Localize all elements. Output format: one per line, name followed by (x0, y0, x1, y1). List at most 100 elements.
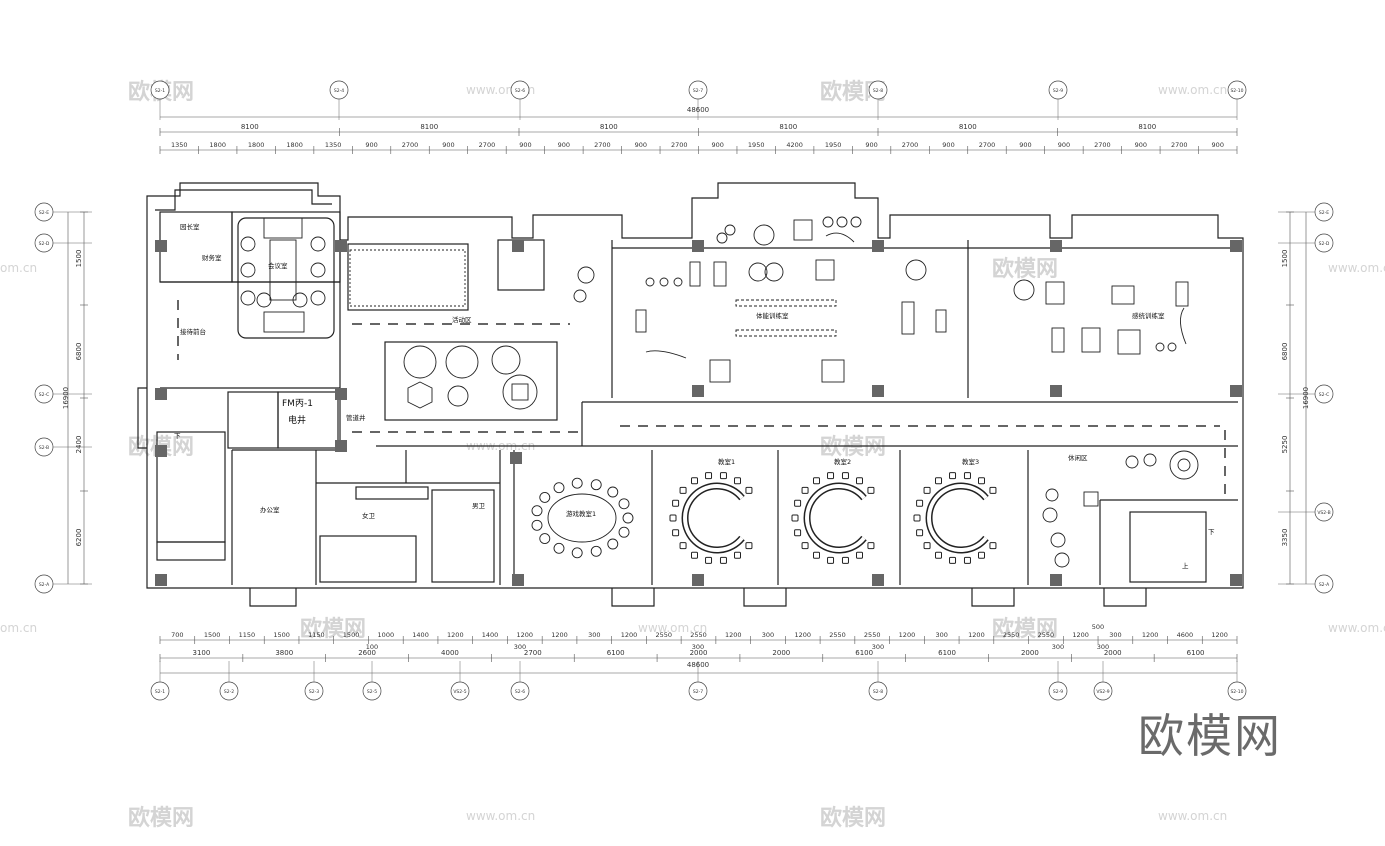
dimension-label: 3800 (275, 649, 293, 657)
room-label: FM丙-1 (282, 398, 313, 409)
room-label: 游戏教室1 (566, 509, 596, 518)
column (872, 574, 884, 586)
dimension-label: 1500 (1281, 250, 1289, 268)
dimension-label: 900 (519, 141, 531, 149)
watermark-logo: 欧模网 (300, 616, 366, 642)
dimension-label: 6100 (855, 649, 873, 657)
dimension-label: 8100 (959, 123, 977, 131)
dimension-label: 6200 (75, 529, 83, 547)
chair (841, 556, 849, 564)
chair (590, 545, 602, 557)
dimension-label: 3350 (1281, 529, 1289, 547)
column (1050, 574, 1062, 586)
dimension-label: 300 (588, 631, 600, 639)
chair (827, 472, 835, 480)
chair (310, 262, 326, 278)
grid-axis-label: S2-D (1319, 241, 1330, 247)
chair (672, 529, 680, 537)
dimension-label: 6100 (607, 649, 625, 657)
dimension-label: 2550 (1003, 631, 1020, 639)
dimension-label: 1800 (209, 141, 226, 149)
dimension-label: 2700 (479, 141, 496, 149)
column (335, 388, 347, 400)
dimension-label: 900 (365, 141, 377, 149)
chair (618, 498, 630, 510)
chair (679, 542, 687, 550)
chair (949, 472, 957, 480)
chair (679, 486, 687, 494)
column (872, 385, 884, 397)
chair (935, 477, 942, 485)
dimension-label: 1950 (748, 141, 765, 149)
grid-axis-label: S2-6 (515, 689, 525, 695)
dimension-label: 2000 (1021, 649, 1039, 657)
chair (539, 491, 551, 503)
dimension-label: 900 (442, 141, 454, 149)
chair (705, 472, 713, 480)
dimension-label: 1200 (621, 631, 638, 639)
dimension-label: 2700 (902, 141, 919, 149)
watermark-logo: 欧模网 (992, 256, 1058, 282)
chair (841, 472, 849, 480)
dimension-label: 2550 (655, 631, 672, 639)
dimension-label: 1200 (1211, 631, 1228, 639)
c-table-inner (683, 484, 744, 552)
dimension-label: 300 (762, 631, 774, 639)
chair (292, 292, 308, 308)
grid-axis-label: S2-1 (155, 689, 165, 695)
grid-axis-label: S2-7 (693, 88, 703, 94)
meeting-table (269, 239, 297, 301)
chair (867, 542, 875, 550)
watermark-logo: 欧模网 (992, 616, 1058, 642)
dimension-label: 1200 (794, 631, 811, 639)
grid-axis-label: S2-C (1319, 392, 1330, 398)
dimension-label: 4000 (441, 649, 459, 657)
dimension-label: 900 (1019, 141, 1031, 149)
grid-axis-label: VS2-9 (1096, 689, 1109, 695)
chair (719, 472, 727, 480)
watermark-url: www.om.cn (1158, 809, 1227, 823)
chair (963, 556, 971, 564)
chair (734, 551, 741, 559)
chair (553, 542, 565, 554)
chair (607, 538, 619, 550)
chair (963, 472, 971, 480)
watermark-url: www.om.cn (1328, 621, 1385, 635)
watermark-logo: 欧模网 (820, 434, 886, 460)
chair (691, 551, 698, 559)
dimension-label: 900 (712, 141, 724, 149)
chair (672, 499, 680, 507)
dimension-label: 700 (171, 631, 183, 639)
grid-axis-label: S2-1 (155, 88, 165, 94)
column (155, 240, 167, 252)
dimension-label: 8100 (420, 123, 438, 131)
dimension-label: 300 (872, 643, 884, 651)
watermark-logo: 欧模网 (128, 805, 194, 831)
column (155, 574, 167, 586)
dimension-label: 1200 (447, 631, 464, 639)
dimension-label: 2700 (1094, 141, 1111, 149)
overall-height-left: 16900 (62, 387, 70, 409)
dimension-label: 2550 (1038, 631, 1055, 639)
dimension-label: 1200 (517, 631, 534, 639)
dimension-label: 300 (1109, 631, 1121, 639)
chair (240, 290, 256, 306)
watermark-url: www.om.cn (1328, 261, 1385, 275)
chair (734, 477, 741, 485)
chair (553, 482, 565, 494)
grid-axis-label: S2-B (39, 445, 49, 451)
dimension-label: 900 (1135, 141, 1147, 149)
column (512, 574, 524, 586)
grid-axis-label: S2-E (1319, 210, 1329, 216)
classroom-tables (669, 472, 997, 564)
dimension-label: 900 (865, 141, 877, 149)
dimension-label: 1200 (725, 631, 742, 639)
dimension-label: 2000 (690, 649, 708, 657)
dimension-label: 2700 (594, 141, 611, 149)
room-label: 接待前台 (180, 327, 206, 336)
room-label: 财务室 (202, 253, 222, 262)
dimension-label: 2000 (1104, 649, 1122, 657)
chair (745, 542, 753, 550)
chair (691, 477, 698, 485)
column (335, 440, 347, 452)
